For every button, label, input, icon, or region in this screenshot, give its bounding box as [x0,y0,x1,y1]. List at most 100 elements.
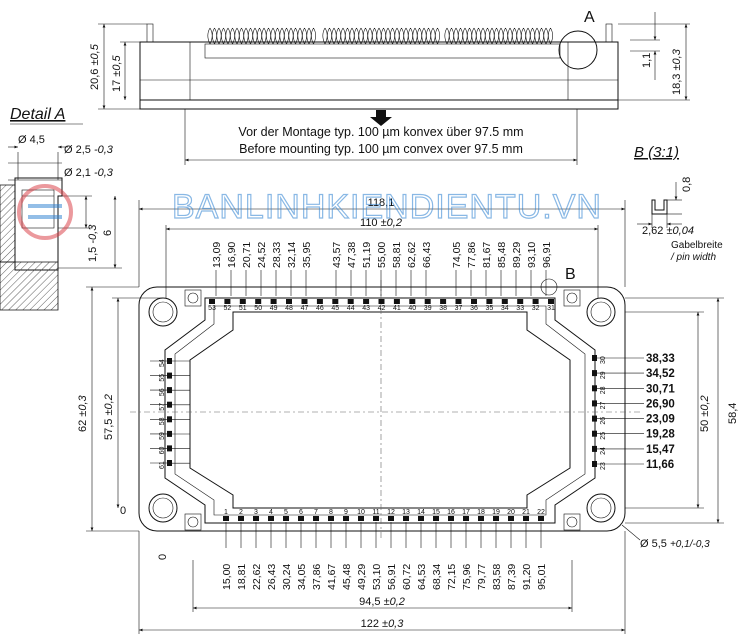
dim-top-label: 93,10 [526,242,538,268]
pin-bottom [358,516,364,521]
pin-bottom [373,516,379,521]
dim-hole: Ø 5,5 +0,1/-0,3 [640,538,710,550]
dim-17: 17 ±0,5 [111,54,123,92]
dim-110: 110 ±0,2 [360,217,402,229]
pin-top-label: 45 [331,305,339,312]
pin-top-label: 48 [285,305,293,312]
pin-right-label: 25 [600,432,607,440]
pin-right [592,461,597,467]
pin-top [486,299,493,304]
pin-left [167,445,172,452]
zero-bottom: 0 [157,554,169,560]
pin-top [270,299,277,304]
pin-top-label: 41 [393,305,401,312]
pin-top [255,299,262,304]
dim-a-6: 6 [102,230,114,236]
pin-top-label: 32 [532,305,540,312]
dim-1-1: 1,1 [641,53,653,68]
dim-top-label: 20,71 [241,242,253,268]
pin-left [167,416,172,423]
pin-right-label: 26 [600,417,607,425]
dim-right-label: 15,47 [646,444,675,456]
dim-118-1: 118,1 [368,197,395,209]
dim-right-label: 34,52 [646,368,675,380]
pin-bottom [508,516,514,521]
pin-right-label: 28 [600,386,607,394]
pin-bottom [433,516,439,521]
dim-62: 62 ±0,3 [77,394,89,432]
pin-left-label: 55 [159,374,166,382]
pin-right [592,430,597,437]
dim-top-label: 74,05 [451,242,463,268]
dim-top-label: 66,43 [421,242,433,268]
dim-top-label: 43,57 [331,242,343,268]
dim-bottom-label: 37,86 [311,564,323,590]
pin-right-label: 27 [600,402,607,410]
note-german: Vor der Montage typ. 100 µm konvex über … [238,125,523,139]
dim-right-label: 38,33 [646,353,675,365]
pin-top-label: 33 [516,305,524,312]
pin-bottom-label: 17 [462,509,470,516]
pin-left [167,372,172,379]
pin-left [167,460,172,466]
pin-bottom-label: 21 [522,509,530,516]
pin-bottom [328,516,334,521]
pin-bottom-label: 18 [477,509,485,516]
pin-top-label: 36 [470,305,478,312]
dim-bottom-label: 72,15 [446,564,458,590]
top-view: B 118,1 110 ±0,2 62 ±0,3 57,5 ±0,2 0 0 5… [77,197,739,634]
pin-top-label: 42 [378,305,386,312]
dim-top-label: 28,33 [271,242,283,268]
pin-bottom-label: 11 [372,509,379,516]
dim-122: 122 ±0,3 [361,618,405,630]
pin-left-label: 60 [159,447,166,455]
pin-top-label: 44 [347,305,355,312]
dim-right-label: 19,28 [646,429,675,441]
dim-bottom-label: 41,67 [326,564,338,590]
note-english: Before mounting typ. 100 µm convex over … [239,142,523,156]
marker-b: B [565,266,576,283]
dim-top-label: 85,48 [496,242,508,268]
dim-bottom-label: 30,24 [281,564,293,590]
dim-top-label: 62,62 [406,242,418,268]
side-view: A 20,6 ±0,5 17 ±0,5 1,1 18,3 ±0,3 Vor de… [89,9,690,165]
dim-bottom-label: 22,62 [251,564,263,590]
gabelbreite-label: Gabelbreite [671,240,723,251]
dim-bottom-label: 91,20 [521,564,533,590]
dim-bottom-label: 26,43 [266,564,278,590]
pin-top [224,299,231,304]
pin-right-label: 29 [600,371,607,379]
pin-top [517,299,524,304]
dim-top-label: 35,95 [301,242,313,268]
pin-bottom-label: 15 [432,509,440,516]
dim-top-label: 55,00 [376,242,388,268]
pin-bottom-label: 7 [314,509,318,516]
pin-top [409,299,416,304]
pin-bottom [388,516,394,521]
pin-bottom [298,516,304,521]
pin-bottom [418,516,424,521]
pin-left [167,430,172,437]
pin-bottom [538,516,544,521]
dim-bottom-label: 75,96 [461,564,473,590]
pin-top [471,299,477,304]
pin-bottom [223,516,229,521]
pin-top-label: 49 [270,305,278,312]
pin-top [209,299,215,304]
module-outline [138,286,626,532]
pin-bottom [493,516,499,521]
detail-b: B (3:1) 2,62 ±0,04 0,8 Gabelbreite / pin… [634,144,723,263]
pin-top-label: 35 [486,305,494,312]
pin-bottom [403,516,409,521]
pin-top-label: 40 [408,305,416,312]
dim-bottom-label: 87,39 [506,564,518,590]
dim-bottom-label: 95,01 [536,564,548,590]
pin-top [532,299,539,304]
dim-bottom-label: 79,77 [476,564,488,590]
pin-top [363,299,370,304]
pin-right [592,445,597,452]
pin-top-label: 31 [547,305,555,312]
pin-bottom-label: 2 [239,509,243,516]
dim-bottom-label: 64,53 [416,564,428,590]
pin-right-label: 30 [600,356,607,364]
